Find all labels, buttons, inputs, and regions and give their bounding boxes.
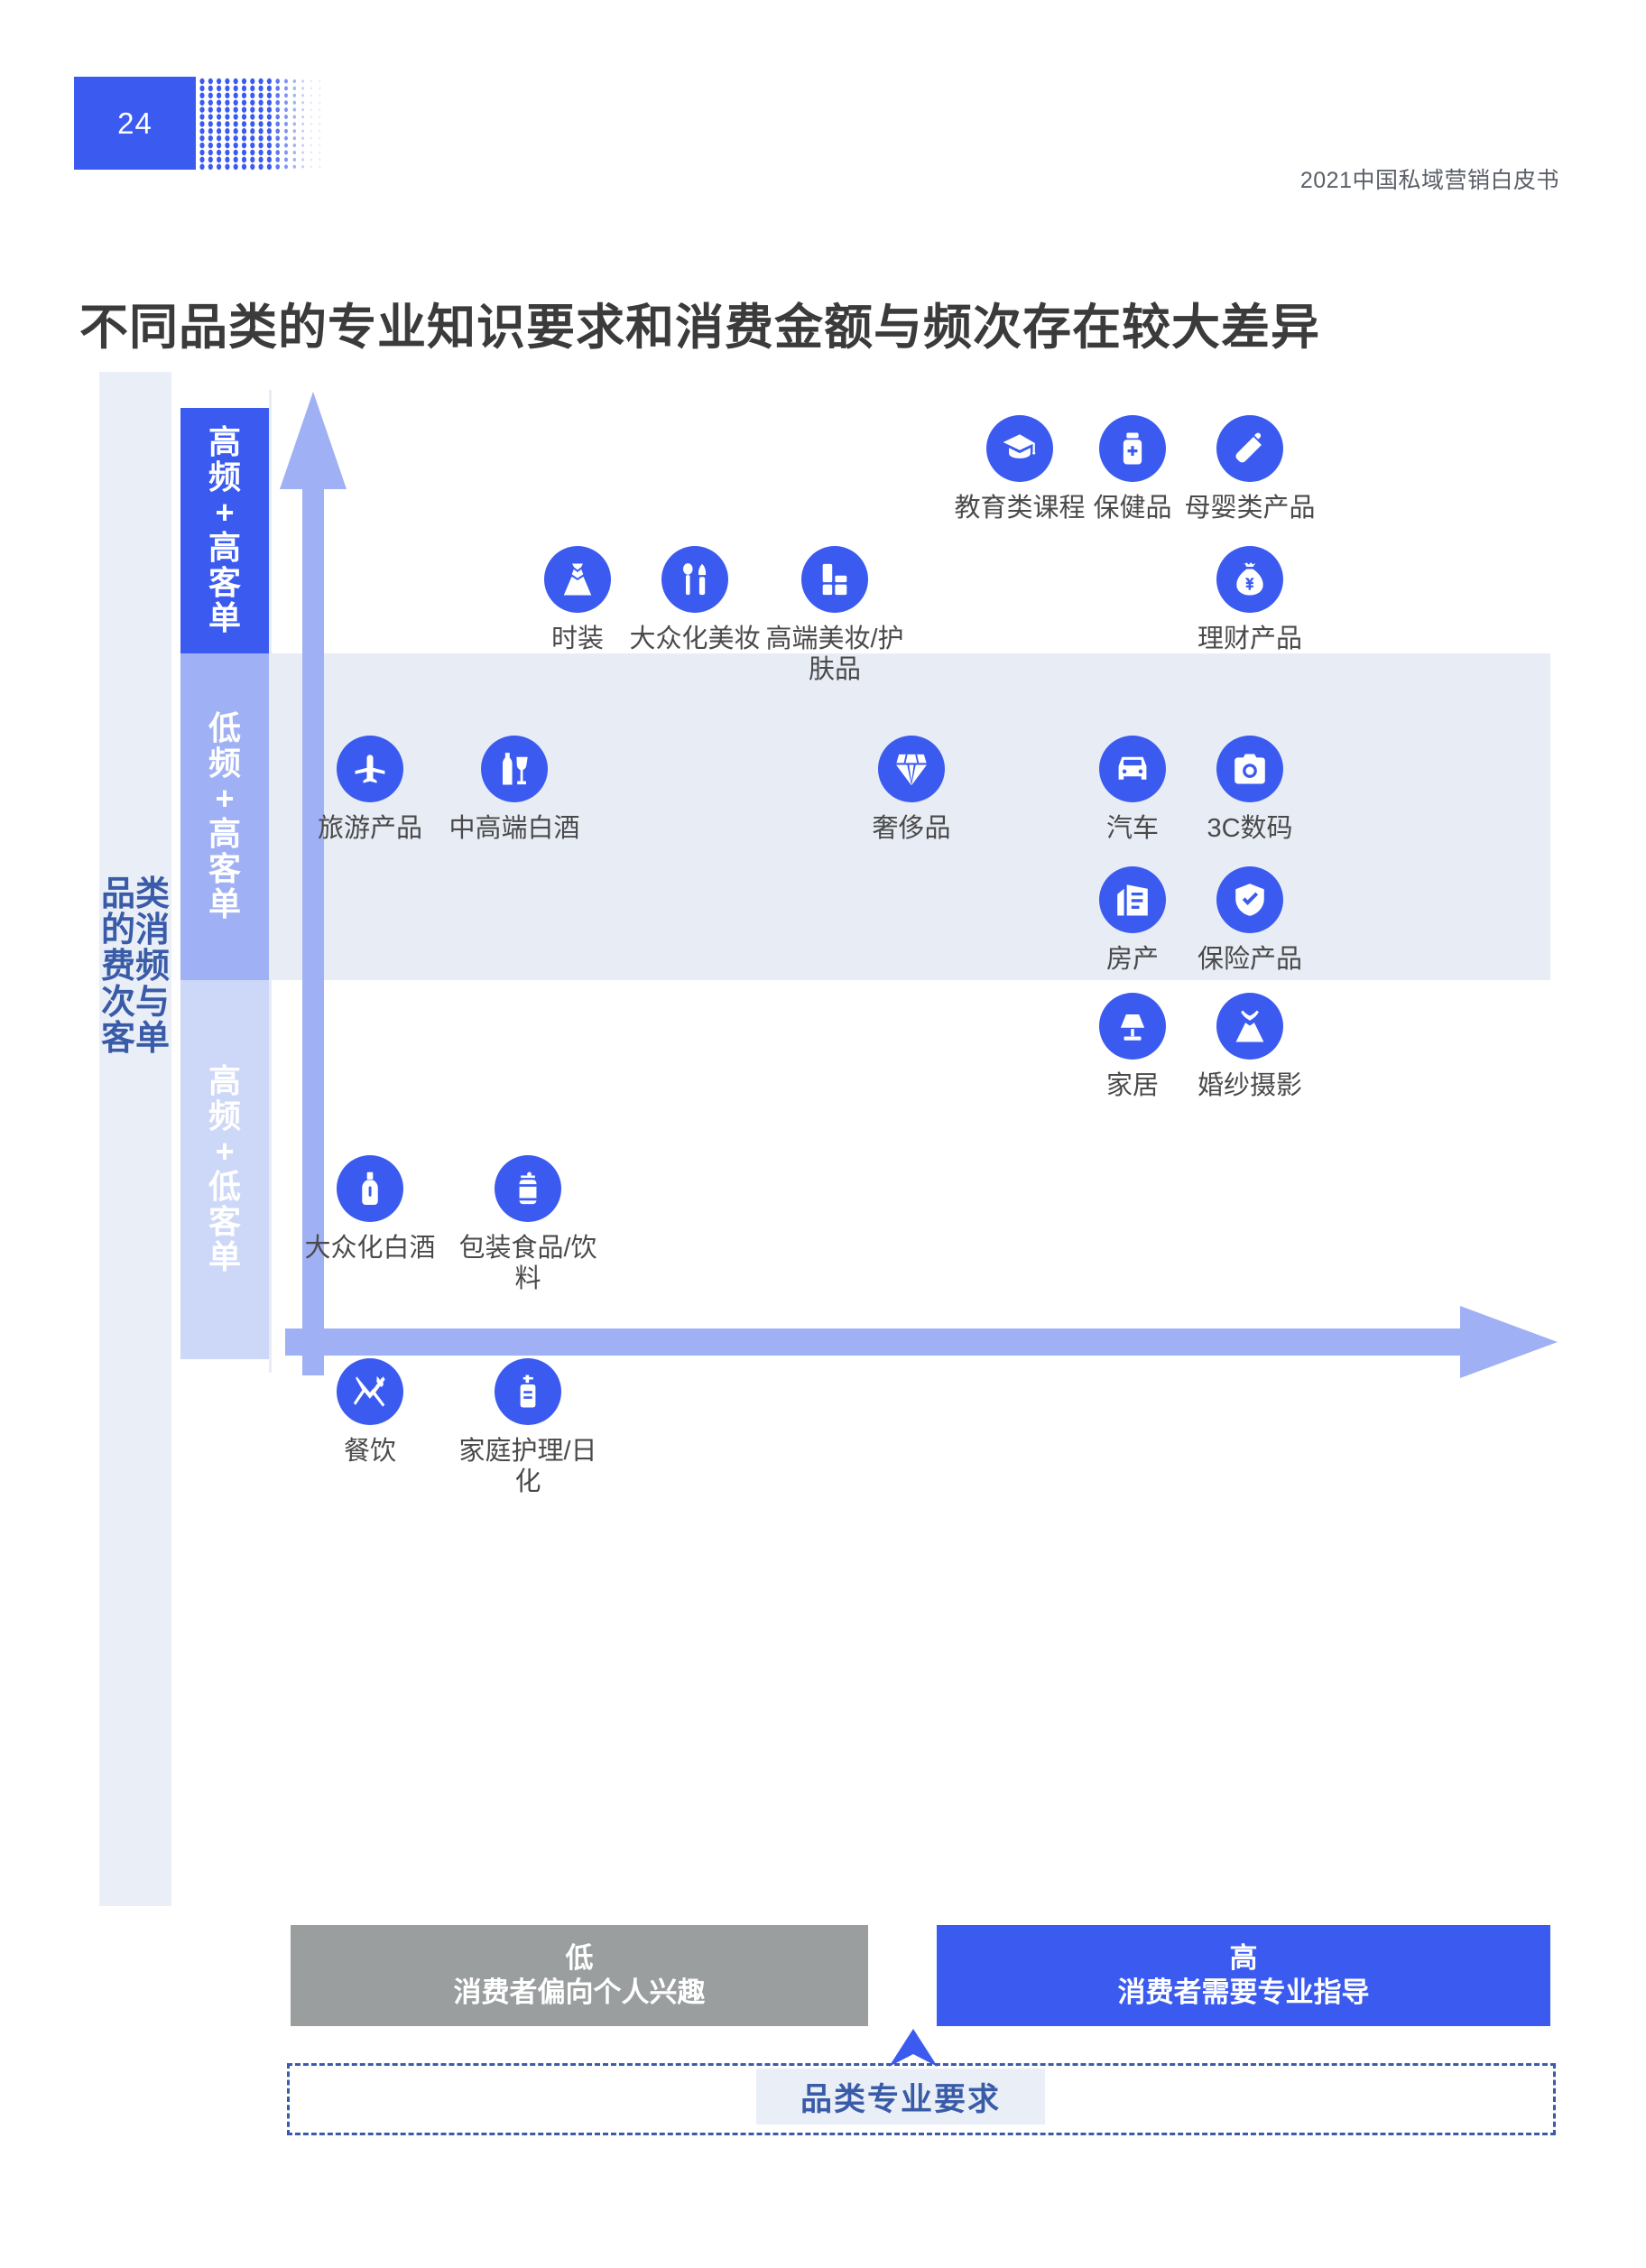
category-item-18[interactable]: 包装食品/饮料 — [452, 1155, 604, 1294]
category-item-label: 汽车 — [1105, 814, 1159, 843]
liquor-bottle-icon — [337, 1155, 403, 1222]
pump-bottle-icon — [495, 1358, 561, 1425]
up-arrow-icon — [280, 392, 347, 1375]
buildings-icon — [1099, 866, 1166, 933]
page-number-badge: 24 — [74, 77, 196, 170]
x-axis-high-level: 高 — [1229, 1941, 1258, 1974]
shield-check-icon — [1216, 866, 1283, 933]
makeup-brush-icon — [661, 546, 728, 613]
category-item-label: 高端美妆/护肤品 — [765, 625, 904, 685]
beverage-can-icon — [495, 1155, 561, 1222]
car-icon — [1099, 736, 1166, 802]
category-item-19[interactable]: 餐饮 — [294, 1358, 446, 1467]
right-arrow-icon — [285, 1306, 1558, 1378]
category-matrix: 品类的消费频次与客单 高频 + 高客单 低频 + 高客单 高频 + 低客单 教育… — [79, 372, 1558, 1906]
category-item-label: 家庭护理/日化 — [458, 1437, 597, 1497]
category-item-label: 大众化美妆 — [629, 625, 761, 653]
tier-label-high-freq-low-value: 高频 + 低客单 — [180, 980, 269, 1359]
x-axis-high-description: 消费者需要专业指导 — [1117, 1976, 1370, 2008]
tier-label-high-freq-high-value: 高频 + 高客单 — [180, 408, 269, 653]
x-axis-low-level: 低 — [565, 1941, 594, 1974]
money-bag-icon — [1216, 546, 1283, 613]
category-item-label: 奢侈品 — [872, 814, 951, 843]
category-item-13[interactable]: 房产 — [1057, 866, 1208, 975]
x-axis-low-description: 消费者偏向个人兴趣 — [453, 1976, 706, 2008]
tier-3-text: 高频 + 低客单 — [208, 1062, 241, 1275]
baby-bottle-icon — [1216, 415, 1283, 482]
category-item-2[interactable]: 保健品 — [1057, 415, 1208, 523]
wine-bottle-glass-icon — [481, 736, 548, 802]
category-item-7[interactable]: 理财产品 — [1174, 546, 1326, 654]
category-item-label: 时装 — [550, 625, 604, 653]
page-title: 不同品类的专业知识要求和消费金额与频次存在较大差异 — [79, 301, 1320, 356]
category-item-17[interactable]: 大众化白酒 — [294, 1155, 446, 1264]
category-item-16[interactable]: 婚纱摄影 — [1174, 993, 1326, 1101]
dot-pattern-decoration — [199, 78, 321, 170]
band-tier-2 — [269, 653, 1550, 980]
page-number: 24 — [117, 106, 153, 140]
category-item-label: 母婴类产品 — [1184, 494, 1316, 523]
category-item-label: 理财产品 — [1197, 625, 1302, 653]
category-item-11[interactable]: 汽车 — [1057, 736, 1208, 844]
tier-2-text: 低频 + 高客单 — [208, 709, 241, 922]
tier-1-text: 高频 + 高客单 — [208, 423, 241, 636]
category-item-label: 教育类课程 — [954, 494, 1086, 523]
category-item-label: 保险产品 — [1197, 945, 1302, 974]
category-item-9[interactable]: 中高端白酒 — [439, 736, 590, 844]
category-item-label: 中高端白酒 — [448, 814, 580, 843]
category-item-label: 大众化白酒 — [304, 1234, 436, 1263]
y-axis-strip — [99, 372, 171, 1906]
category-item-label: 保健品 — [1093, 494, 1172, 523]
band-tier-1 — [269, 390, 1550, 653]
category-item-label: 婚纱摄影 — [1197, 1071, 1302, 1100]
graduation-cap-icon — [986, 415, 1053, 482]
camera-icon — [1216, 736, 1283, 802]
wedding-dress-icon — [1216, 993, 1283, 1060]
category-item-5[interactable]: 大众化美妆 — [619, 546, 771, 654]
category-item-label: 房产 — [1105, 945, 1159, 974]
category-item-20[interactable]: 家庭护理/日化 — [452, 1358, 604, 1497]
category-item-8[interactable]: 旅游产品 — [294, 736, 446, 844]
airplane-icon — [337, 736, 403, 802]
category-item-6[interactable]: 高端美妆/护肤品 — [759, 546, 911, 685]
category-item-label: 旅游产品 — [317, 814, 422, 843]
category-item-10[interactable]: 奢侈品 — [836, 736, 987, 844]
category-item-15[interactable]: 家居 — [1057, 993, 1208, 1101]
band-tier-3 — [269, 980, 1550, 1373]
medicine-bottle-icon — [1099, 415, 1166, 482]
category-item-12[interactable]: 3C数码 — [1174, 736, 1326, 844]
diamond-icon — [878, 736, 945, 802]
plot-area — [269, 390, 1553, 1373]
category-item-label: 3C数码 — [1207, 814, 1293, 843]
x-axis-dashed-frame — [287, 2063, 1556, 2135]
x-axis-segment-high: 高 消费者需要专业指导 — [937, 1925, 1550, 2026]
x-axis-title: 品类专业要求 — [756, 2069, 1045, 2125]
table-lamp-icon — [1099, 993, 1166, 1060]
caret-up-icon — [889, 2029, 938, 2067]
tier-label-low-freq-high-value: 低频 + 高客单 — [180, 653, 269, 980]
category-item-4[interactable]: 时装 — [502, 546, 653, 654]
fork-knife-icon — [337, 1358, 403, 1425]
x-axis-segment-low: 低 消费者偏向个人兴趣 — [291, 1925, 868, 2026]
category-item-label: 家居 — [1105, 1071, 1159, 1100]
category-item-label: 包装食品/饮料 — [458, 1234, 597, 1294]
category-item-14[interactable]: 保险产品 — [1174, 866, 1326, 975]
document-title: 2021中国私域营销白皮书 — [1299, 168, 1559, 193]
category-item-label: 餐饮 — [343, 1437, 396, 1466]
y-axis-title: 品类的消费频次与客单 — [100, 875, 170, 1058]
category-item-3[interactable]: 母婴类产品 — [1174, 415, 1326, 523]
category-item-1[interactable]: 教育类课程 — [944, 415, 1096, 523]
cosmetics-icon — [801, 546, 868, 613]
dress-icon — [544, 546, 611, 613]
